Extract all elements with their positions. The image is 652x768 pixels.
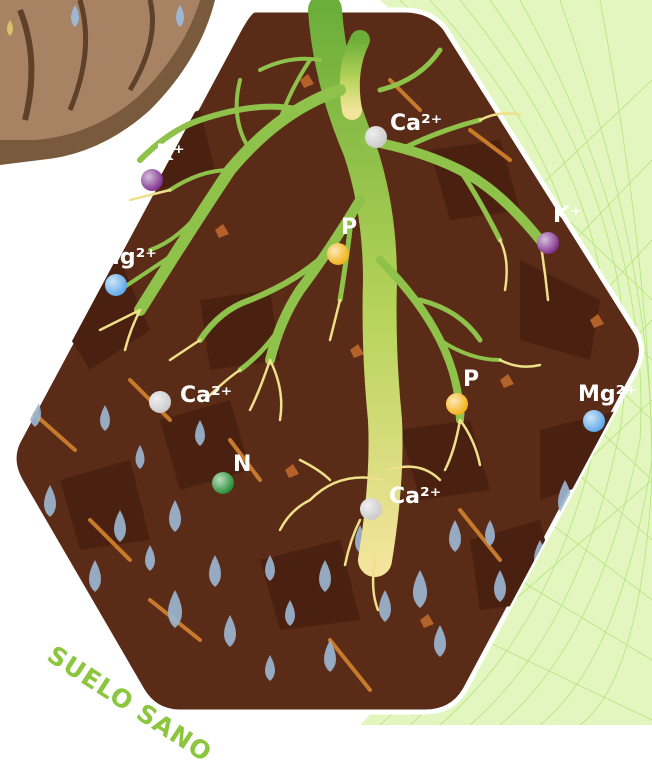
nutrient-label: K⁺ [553,203,582,228]
nutrient-label: Ca²⁺ [389,484,441,509]
nutrient-label: Mg²⁺ [578,382,637,407]
nutrient-label: P [463,367,479,392]
nutrient-label: K⁺ [156,141,185,166]
nutrient-label: Ca²⁺ [390,111,442,136]
nutrient-label: N [233,452,251,477]
nutrient-label: Mg²⁺ [98,245,157,270]
healthy-soil-illustration: K⁺ Ca²⁺ P K⁺ Mg²⁺ Ca²⁺ [0,0,652,725]
nutrient-label: P [341,215,357,240]
nutrient-label: Ca²⁺ [180,383,232,408]
